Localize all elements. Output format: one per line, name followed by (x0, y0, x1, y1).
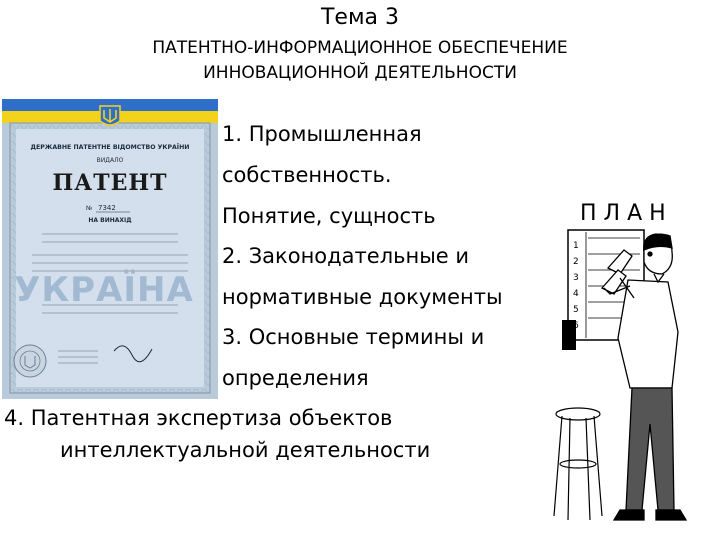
patent-invention: НА ВИНАХІД (88, 217, 131, 224)
signature (113, 345, 153, 363)
plan-item: 3. Основные термины и (222, 325, 485, 349)
seal-icon (13, 344, 47, 378)
patent-number-label: № (86, 205, 92, 212)
board-number: 2 (573, 257, 579, 267)
plan-item: 2. Законодательные и (222, 244, 470, 268)
subtitle: ПАТЕНТНО-ИНФОРМАЦИОННОЕ ОБЕСПЕЧЕНИЕ ИННО… (0, 36, 720, 86)
board-number: 4 (573, 289, 579, 299)
flag-blue-stripe (2, 99, 218, 111)
plan-heading: ПЛАН (580, 201, 673, 226)
plan-item: собственность. (222, 163, 392, 187)
board-number: 1 (573, 241, 579, 251)
plan-item: 1. Промышленная (222, 122, 422, 146)
country-watermark: УКРАЇНА (14, 269, 194, 310)
plan-item: нормативные документы (222, 285, 503, 309)
stool-illustration (553, 407, 603, 521)
subtitle-line-2: ИННОВАЦИОННОЙ ДЕЯТЕЛЬНОСТИ (203, 63, 517, 83)
board-number: 6 (573, 321, 579, 331)
patent-number: 7342 (98, 204, 116, 212)
patent-issued: ВИДАЛО (97, 157, 124, 164)
patent-title: ПАТЕНТ (53, 170, 168, 196)
trident-icon (99, 105, 121, 126)
person (600, 233, 688, 521)
plan-item: определения (222, 366, 369, 390)
plan-item: интеллектуальной деятельности (60, 438, 431, 462)
patent-header: ДЕРЖАВНЕ ПАТЕНТНЕ ВІДОМСТВО УКРАЇНИ (31, 142, 190, 151)
person-at-board-illustration: 1 2 3 4 5 6 (553, 229, 688, 521)
subtitle-line-1: ПАТЕНТНО-ИНФОРМАЦИОННОЕ ОБЕСПЕЧЕНИЕ (152, 38, 568, 58)
board-number: 5 (573, 305, 579, 315)
plan-item: Понятие, сущность (222, 204, 436, 228)
plan-item: 4. Патентная экспертиза объектов (4, 406, 393, 430)
patent-certificate-image: ДЕРЖАВНЕ ПАТЕНТНЕ ВІДОМСТВО УКРАЇНИ ВИДА… (2, 99, 218, 399)
board-number: 3 (573, 273, 579, 283)
topic-title: Тема 3 (320, 5, 400, 30)
